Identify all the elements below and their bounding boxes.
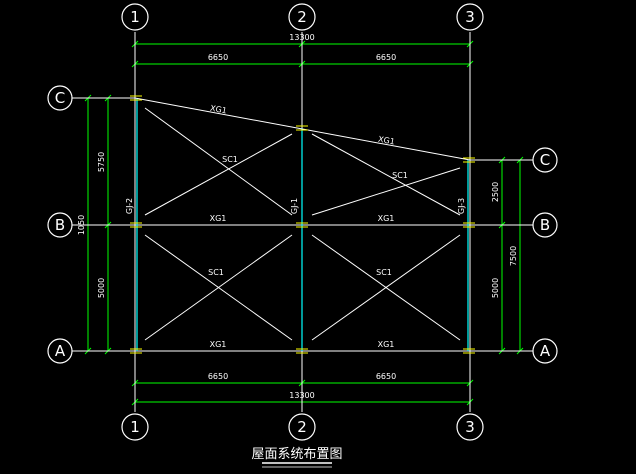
- axis-label-b-right: B: [540, 216, 550, 234]
- axis-label-3-bottom: 3: [465, 418, 475, 436]
- columns: [136, 98, 469, 351]
- axis-label-1-bottom: 1: [130, 418, 140, 436]
- tie-label-sloped-1: XG1: [209, 104, 227, 116]
- dim-top-span-1: 6650: [208, 53, 228, 62]
- dim-left-offset: 1050: [77, 215, 86, 235]
- axis-label-c-left: C: [55, 89, 65, 107]
- brace-label-upper-2: SC1: [392, 171, 408, 180]
- axis-label-b-left: B: [55, 216, 65, 234]
- dim-left-lower: 5000: [97, 278, 106, 298]
- axis-bubbles: [47, 3, 558, 441]
- axis-label-c-right: C: [540, 151, 550, 169]
- axis-label-3-top: 3: [465, 8, 475, 26]
- brace-label-lower-1: SC1: [208, 268, 224, 277]
- brace-label-upper-1: SC1: [222, 155, 238, 164]
- dim-left-upper: 5750: [97, 152, 106, 172]
- tie-label-a-1: XG1: [210, 340, 227, 349]
- dim-bottom-total: 13300: [289, 391, 314, 400]
- dim-top-span-2: 6650: [376, 53, 396, 62]
- dim-bottom-span-2: 6650: [376, 372, 396, 381]
- dim-bottom-span-1: 6650: [208, 372, 228, 381]
- column-label-gj2: GJ-2: [125, 198, 134, 214]
- column-label-gj3: GJ-3: [457, 198, 466, 214]
- axis-label-a-left: A: [55, 342, 66, 360]
- axis-label-2-top: 2: [297, 8, 307, 26]
- dim-right-lower: 5000: [491, 278, 500, 298]
- column-label-gj1: GJ-1: [290, 198, 299, 214]
- tie-label-b-1: XG1: [210, 214, 227, 223]
- dim-top-total: 13300: [289, 33, 314, 42]
- dim-right-upper: 2500: [491, 182, 500, 202]
- tie-label-sloped-2: XG1: [377, 135, 395, 147]
- connection-marks: [130, 95, 475, 354]
- tie-label-b-2: XG1: [378, 214, 395, 223]
- roof-members: [134, 97, 471, 341]
- tie-label-a-2: XG1: [378, 340, 395, 349]
- drawing-title: 屋面系统布置图: [251, 447, 342, 462]
- axis-label-2-bottom: 2: [297, 418, 307, 436]
- axis-label-a-right: A: [540, 342, 551, 360]
- dim-right-total: 7500: [509, 246, 518, 266]
- brace-label-lower-2: SC1: [376, 268, 392, 277]
- axis-label-1-top: 1: [130, 8, 140, 26]
